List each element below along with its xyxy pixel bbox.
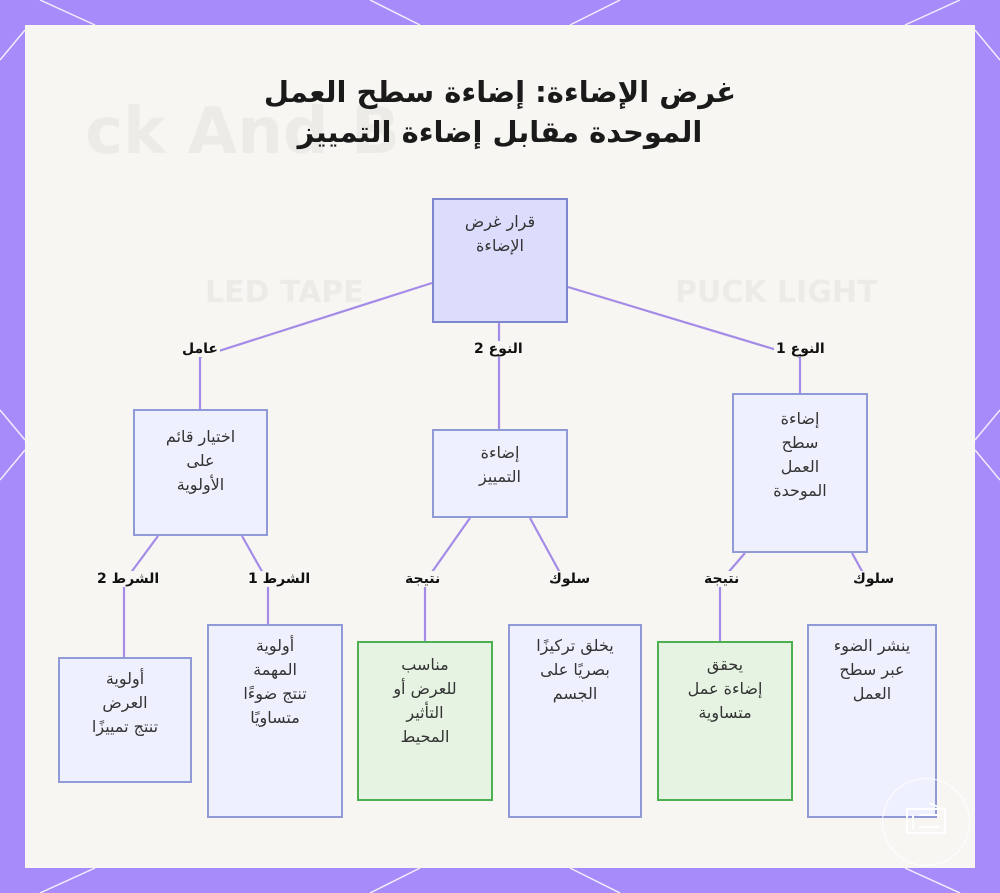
node-uniform-behavior-line: ينشر الضوء — [809, 634, 935, 658]
node-priority-line: على — [135, 449, 266, 473]
node-root-line: قرار غرض — [434, 210, 566, 234]
node-uniform-behavior-line: عبر سطح — [809, 658, 935, 682]
node-uniform-result-line: متساوية — [659, 701, 791, 725]
node-priority-choice: اختيار قائم على الأولوية — [133, 409, 268, 536]
edge-label-condition2: الشرط 2 — [95, 571, 161, 587]
node-uniform-result: يحقق إضاءة عمل متساوية — [657, 641, 793, 801]
node-uniform-line: الموحدة — [734, 479, 866, 503]
node-condition1-line: المهمة — [209, 658, 341, 682]
node-accent-behavior-line: بصريًا على — [510, 658, 640, 682]
node-uniform-lighting: إضاءة سطح العمل الموحدة — [732, 393, 868, 553]
edge-label-factor: عامل — [180, 341, 220, 357]
node-priority-line: اختيار قائم — [135, 425, 266, 449]
node-condition1: أولوية المهمة تنتج ضوءًا متساويًا — [207, 624, 343, 818]
edge-label-result-accent: نتيجة — [403, 571, 442, 587]
brand-logo-icon — [882, 778, 970, 866]
node-accent-lighting: إضاءة التمييز — [432, 429, 568, 518]
node-uniform-result-line: إضاءة عمل — [659, 677, 791, 701]
node-accent-result: مناسب للعرض أو التأثير المحيط — [357, 641, 493, 801]
node-priority-line: الأولوية — [135, 473, 266, 497]
node-root-line: الإضاءة — [434, 234, 566, 258]
node-uniform-line: سطح — [734, 431, 866, 455]
node-root: قرار غرض الإضاءة — [432, 198, 568, 323]
node-accent-result-line: للعرض أو — [359, 677, 491, 701]
node-accent-behavior: يخلق تركيزًا بصريًا على الجسم — [508, 624, 642, 818]
edge-label-type2: النوع 2 — [472, 341, 525, 357]
node-uniform-result-line: يحقق — [659, 653, 791, 677]
node-condition2-line: العرض — [60, 691, 190, 715]
node-accent-result-line: المحيط — [359, 725, 491, 749]
edge-label-result-uniform: نتيجة — [702, 571, 741, 587]
node-accent-result-line: التأثير — [359, 701, 491, 725]
node-accent-behavior-line: الجسم — [510, 682, 640, 706]
node-uniform-behavior-line: العمل — [809, 682, 935, 706]
edge-label-condition1: الشرط 1 — [246, 571, 312, 587]
node-condition1-line: أولوية — [209, 634, 341, 658]
node-uniform-line: العمل — [734, 455, 866, 479]
node-accent-behavior-line: يخلق تركيزًا — [510, 634, 640, 658]
node-condition2: أولوية العرض تنتج تمييزًا — [58, 657, 192, 783]
node-condition1-line: متساويًا — [209, 706, 341, 730]
edge-label-type1: النوع 1 — [774, 341, 827, 357]
edge-label-behavior-accent: سلوك — [547, 571, 592, 587]
node-accent-result-line: مناسب — [359, 653, 491, 677]
node-condition2-line: تنتج تمييزًا — [60, 715, 190, 739]
node-condition2-line: أولوية — [60, 667, 190, 691]
node-condition1-line: تنتج ضوءًا — [209, 682, 341, 706]
node-accent-line: التمييز — [434, 465, 566, 489]
edge-label-behavior-uniform: سلوك — [851, 571, 896, 587]
node-accent-line: إضاءة — [434, 441, 566, 465]
node-uniform-line: إضاءة — [734, 407, 866, 431]
